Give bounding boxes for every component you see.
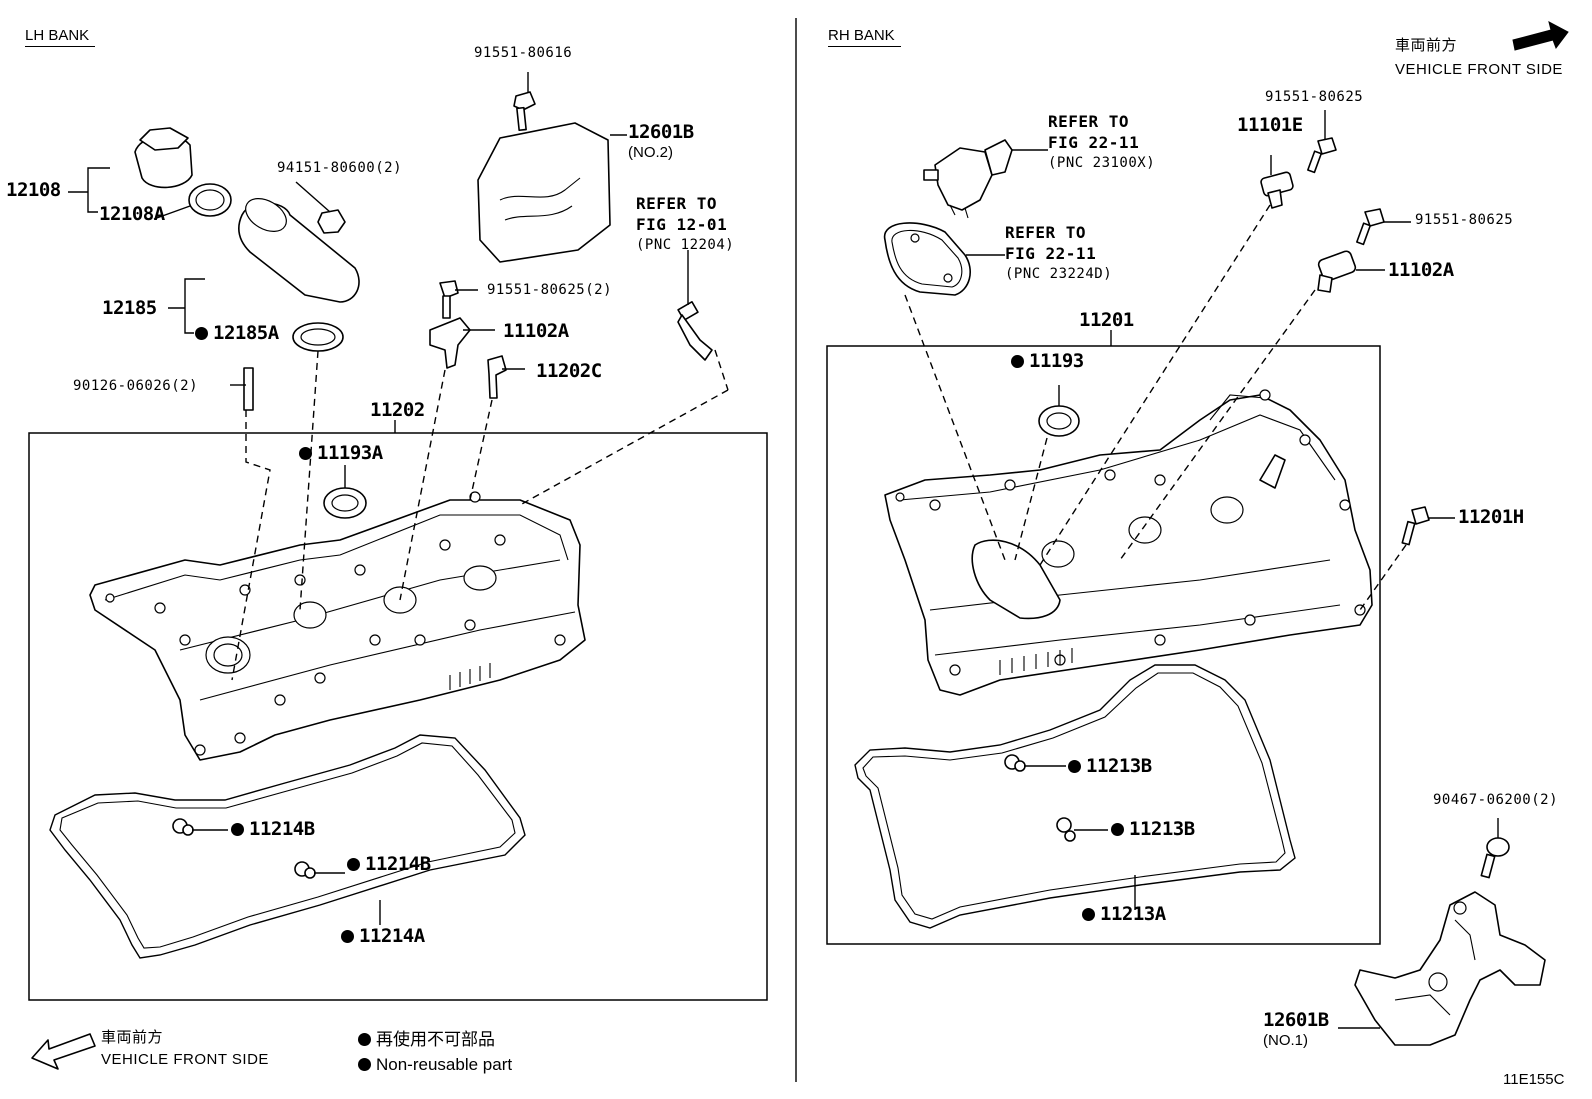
label-11214a: 11214A	[341, 927, 425, 946]
lh-bank-header: LH BANK	[25, 28, 96, 47]
lh-head-cover-drawing	[89, 491, 586, 761]
non-reusable-dot-icon	[1111, 823, 1124, 836]
label-11213b-1: 11213B	[1068, 757, 1152, 776]
legend-dot-icon	[358, 1058, 371, 1071]
non-reusable-dot-icon	[1068, 760, 1081, 773]
lh-gasket-grommet-2-drawing	[294, 861, 316, 879]
non-reusable-dot-icon	[347, 858, 360, 871]
label-94151-80600: 94151-80600(2)	[277, 160, 403, 176]
label-11201: 11201	[1079, 309, 1134, 331]
label-12601b-no2-sub: (NO.2)	[628, 144, 673, 161]
rh-gasket-grommet-2-drawing	[1056, 817, 1076, 842]
non-reusable-dot-icon	[231, 823, 244, 836]
cover-stud-drawing	[487, 355, 507, 399]
label-11213b-2: 11213B	[1111, 820, 1195, 839]
label-11193: 11193	[1011, 352, 1084, 371]
front-side-en-right: VEHICLE FRONT SIDE	[1395, 61, 1563, 78]
lh-gasket-grommet-1-drawing	[172, 818, 194, 836]
bolt-80616-drawing	[513, 91, 536, 132]
rh-cover-gasket-drawing	[854, 664, 1296, 929]
label-91551-80625-b: 91551-80625	[1415, 212, 1514, 228]
label-91551-80625-2: 91551-80625(2)	[487, 282, 613, 298]
front-arrow-left-icon	[31, 1033, 96, 1070]
rh-head-cover-drawing	[884, 389, 1373, 696]
label-11193a: 11193A	[299, 444, 383, 463]
insulator-no2-drawing	[477, 122, 611, 263]
refer-sensor-left-drawing	[677, 301, 713, 361]
legend-dot-icon	[358, 1033, 371, 1046]
rh-cover-box	[826, 345, 1381, 945]
label-90467-06200: 90467-06200(2)	[1433, 792, 1559, 808]
lh-cover-box	[28, 432, 768, 1001]
front-side-jp-right: 車両前方	[1395, 37, 1458, 54]
label-12108: 12108	[6, 179, 61, 201]
oil-filler-cap-drawing	[134, 127, 193, 189]
label-11202c: 11202C	[536, 360, 602, 382]
illustration-code: 11E155C	[1503, 1071, 1565, 1088]
label-12601b-no1: 12601B	[1263, 1009, 1329, 1031]
label-11213a: 11213A	[1082, 905, 1166, 924]
vsv-drawing	[923, 139, 1013, 219]
label-11201h: 11201H	[1458, 506, 1524, 528]
front-arrow-right-icon	[1512, 21, 1569, 51]
bolt-80625-right-a-drawing	[1307, 137, 1337, 174]
label-11214b-1: 11214B	[231, 820, 315, 839]
rh-gasket-grommet-1-drawing	[1004, 754, 1026, 772]
cam-sensor-11101e-drawing	[1260, 171, 1294, 209]
front-side-en-left: VEHICLE FRONT SIDE	[101, 1051, 269, 1068]
label-91551-80625-a: 91551-80625	[1265, 89, 1364, 105]
non-reusable-dot-icon	[195, 327, 208, 340]
bolt-80625-left-drawing	[439, 280, 459, 319]
oil-filler-pipe-drawing	[237, 198, 360, 303]
label-12601b-no2: 12601B	[628, 121, 694, 143]
lh-cover-gasket-drawing	[49, 734, 526, 959]
label-11101e: 11101E	[1237, 114, 1303, 136]
label-11102a-left: 11102A	[503, 320, 569, 342]
label-11214b-2: 11214B	[347, 855, 431, 874]
label-90126-06026: 90126-06026(2)	[73, 378, 199, 394]
non-reusable-dot-icon	[1082, 908, 1095, 921]
label-12185a: 12185A	[195, 324, 279, 343]
label-11202: 11202	[370, 399, 425, 421]
insulator-no1-drawing	[1354, 891, 1546, 1046]
label-11102a-right: 11102A	[1388, 259, 1454, 281]
label-12601b-no1-sub: (NO.1)	[1263, 1032, 1308, 1049]
nut-drawing	[317, 209, 346, 234]
cover-bolt-11201h-drawing	[1401, 506, 1430, 546]
bolt-90467-drawing	[1480, 837, 1510, 879]
non-reusable-dot-icon	[1011, 355, 1024, 368]
cam-sensor-left-drawing	[429, 317, 471, 369]
front-side-jp-left: 車両前方	[101, 1029, 164, 1046]
label-12185: 12185	[102, 297, 157, 319]
label-12108a: 12108A	[99, 203, 165, 225]
legend-en: Non-reusable part	[358, 1056, 512, 1073]
legend-jp: 再使用不可部品	[358, 1031, 495, 1048]
label-91551-80616: 91551-80616	[474, 45, 573, 61]
non-reusable-dot-icon	[341, 930, 354, 943]
cam-sensor-right-drawing	[1317, 250, 1357, 293]
rh-bank-header: RH BANK	[828, 28, 901, 47]
non-reusable-dot-icon	[299, 447, 312, 460]
stud-bolt-drawing	[243, 367, 254, 411]
bolt-80625-right-b-drawing	[1356, 208, 1385, 246]
